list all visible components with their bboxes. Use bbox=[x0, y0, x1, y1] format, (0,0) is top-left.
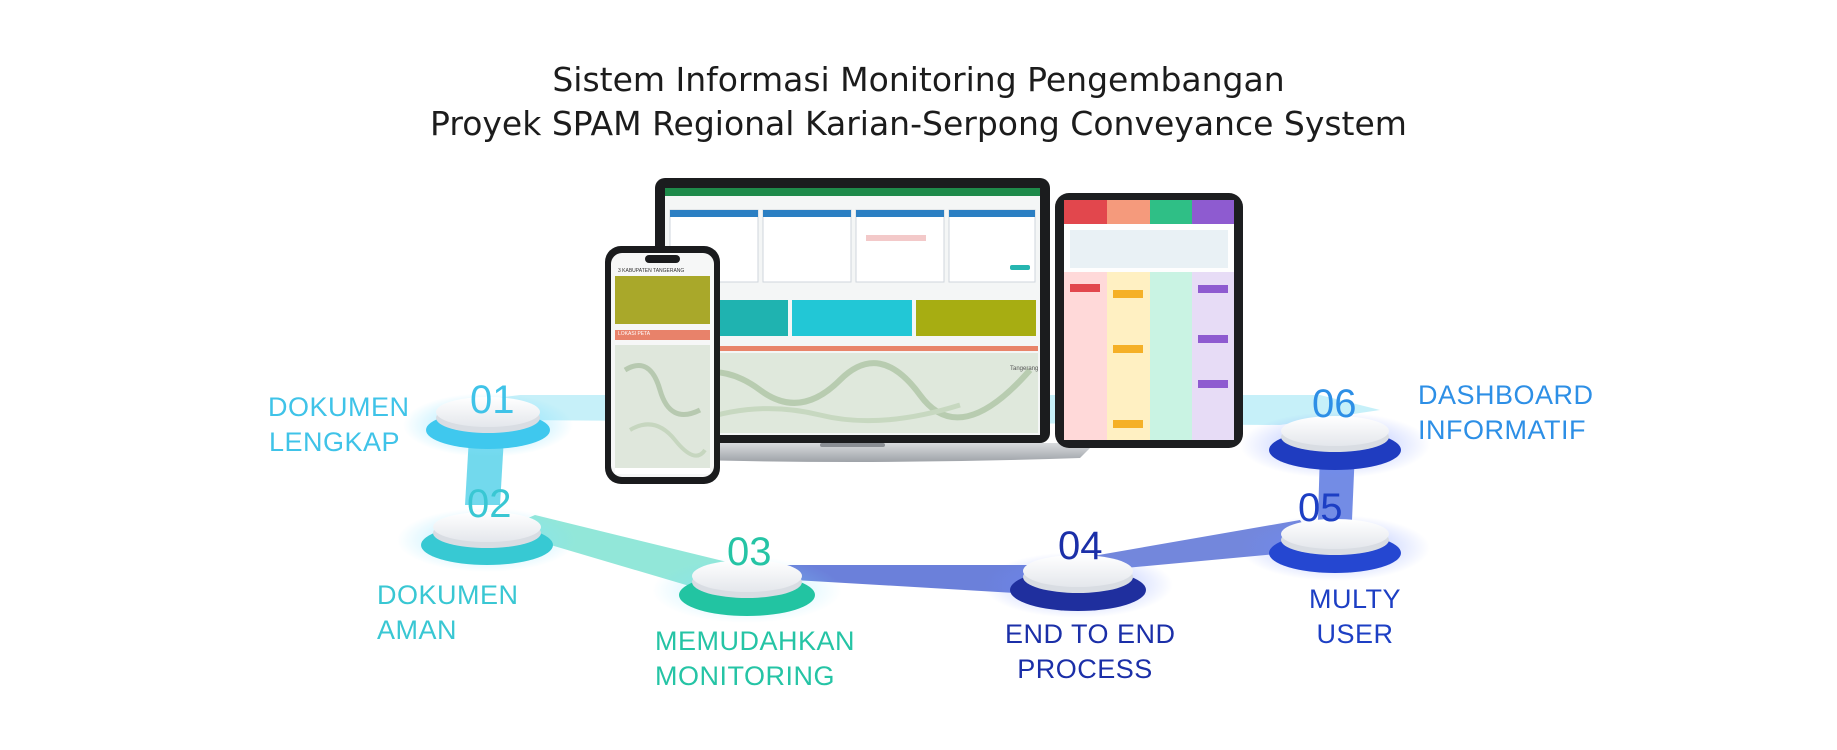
step-04-label-line-2: PROCESS bbox=[1017, 654, 1153, 684]
step-01-number: 01 bbox=[470, 378, 515, 422]
step-02-label: DOKUMEN AMAN bbox=[377, 578, 519, 648]
step-06-number: 06 bbox=[1312, 382, 1357, 426]
phone-map-header: LOKASI PETA bbox=[618, 331, 651, 337]
step-01-label-line-2: LENGKAP bbox=[268, 427, 400, 457]
step-06-label: DASHBOARD INFORMATIF bbox=[1418, 378, 1594, 448]
step-02-number: 02 bbox=[467, 482, 512, 526]
step-01-label: DOKUMEN LENGKAP bbox=[268, 390, 410, 460]
title-line-2: Proyek SPAM Regional Karian-Serpong Conv… bbox=[430, 104, 1407, 143]
pad-06 bbox=[1240, 412, 1430, 478]
step-04-label: END TO END PROCESS bbox=[1005, 617, 1176, 687]
laptop-map-place-label: Tangerang bbox=[1010, 366, 1039, 372]
step-01-label-line-1: DOKUMEN bbox=[268, 392, 410, 422]
step-05-number: 05 bbox=[1298, 486, 1343, 530]
step-04-label-line-1: END TO END bbox=[1005, 619, 1176, 649]
step-03-label: MEMUDAHKAN MONITORING bbox=[655, 624, 856, 694]
phone-illustration bbox=[605, 246, 720, 484]
step-05-label-line-2: USER bbox=[1316, 619, 1394, 649]
phone-screen-header: 3 KABUPATEN TANGERANG bbox=[618, 268, 685, 274]
step-05-label-line-1: MULTY bbox=[1308, 584, 1401, 614]
page-title: Sistem Informasi Monitoring Pengembangan… bbox=[0, 58, 1837, 146]
step-04-number: 04 bbox=[1058, 524, 1103, 568]
pad-03 bbox=[652, 557, 842, 623]
pad-01 bbox=[403, 393, 573, 457]
step-06-label-line-1: DASHBOARD bbox=[1418, 380, 1594, 410]
step-05-label: MULTY USER bbox=[1300, 582, 1410, 652]
pad-02 bbox=[397, 508, 577, 572]
title-line-1: Sistem Informasi Monitoring Pengembangan bbox=[552, 60, 1285, 99]
step-02-label-line-2: AMAN bbox=[377, 615, 458, 645]
step-03-label-line-1: MEMUDAHKAN bbox=[655, 626, 856, 656]
pad-05 bbox=[1240, 515, 1430, 581]
pad-04 bbox=[983, 552, 1173, 618]
step-02-label-line-1: DOKUMEN bbox=[377, 580, 519, 610]
connector-03-04 bbox=[760, 565, 1050, 595]
step-03-label-line-2: MONITORING bbox=[655, 661, 835, 691]
step-03-number: 03 bbox=[727, 530, 772, 574]
step-06-label-line-2: INFORMATIF bbox=[1418, 415, 1586, 445]
tablet-illustration bbox=[1055, 193, 1243, 448]
